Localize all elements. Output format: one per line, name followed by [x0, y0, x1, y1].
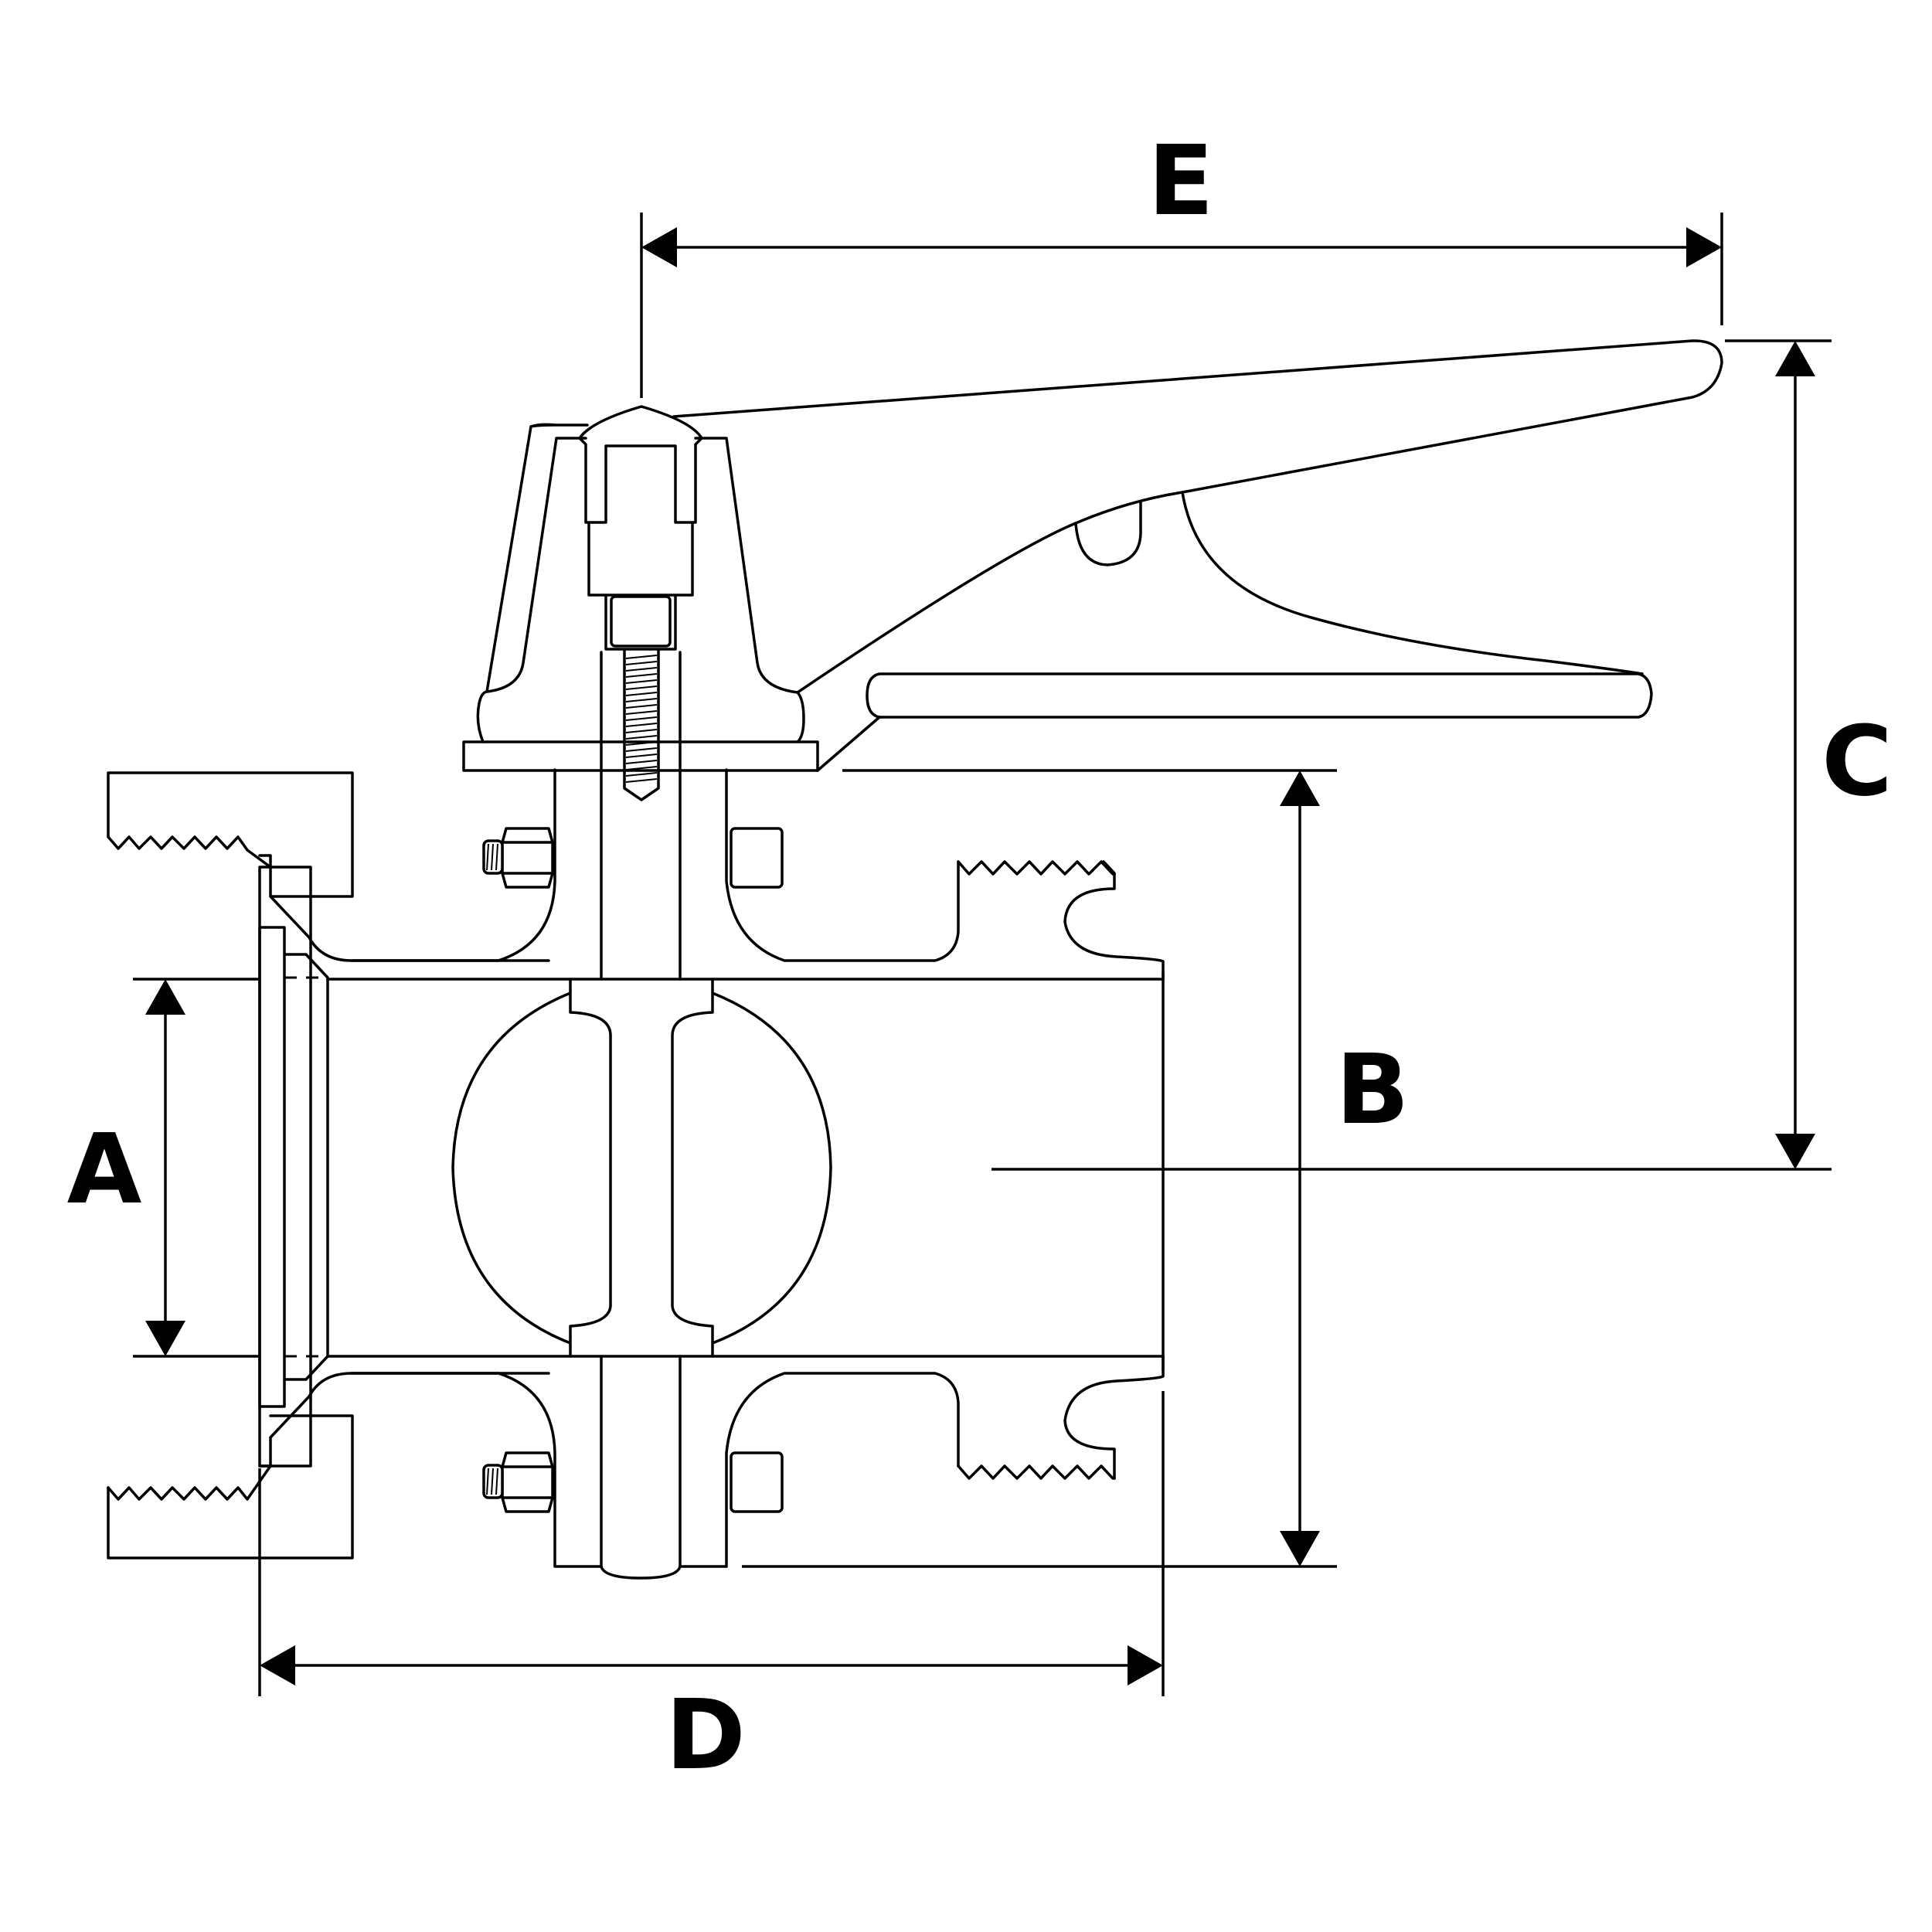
- screw-thread-line: [625, 679, 658, 684]
- dimension-C: [992, 339, 1832, 1171]
- screw-thread-line: [625, 729, 658, 733]
- screw-thread-line: [625, 704, 658, 709]
- top-flange-outline: [107, 771, 550, 962]
- left-gasket: [258, 926, 286, 1408]
- lever-latch-notch: [1074, 501, 1142, 566]
- bolt-top-left: [482, 827, 554, 889]
- top-boss-left: [350, 768, 556, 962]
- nut-bottom-right: [730, 1451, 784, 1513]
- bolt-bottom-left: [482, 1451, 554, 1513]
- handle-base-plate: [462, 740, 819, 772]
- screw-thread-line: [625, 723, 658, 727]
- top-right-serration: [957, 860, 1116, 876]
- handle-assembly: [462, 339, 1723, 801]
- bottom-flange-outline: [107, 1372, 550, 1560]
- label-D: D: [665, 1679, 746, 1791]
- bottom-boss-left: [350, 1372, 603, 1568]
- lever-web: [1181, 491, 1644, 675]
- housing-dome: [578, 405, 703, 524]
- dimension-A: [133, 978, 260, 1358]
- label-B: B: [1335, 1034, 1409, 1146]
- label-A: A: [67, 1114, 142, 1226]
- screw-thread-line: [625, 760, 658, 764]
- screw-thread-line: [625, 741, 658, 746]
- screw-thread-line: [625, 747, 658, 752]
- stem-bottom-end: [600, 1565, 728, 1580]
- disc-right-half: [671, 978, 832, 1358]
- dimension-D: [258, 1391, 1165, 1696]
- bottom-right-flange-lip: [1063, 1355, 1165, 1480]
- screw-thread-line: [625, 661, 658, 665]
- screw-thread-line: [625, 698, 658, 702]
- stem-top-nut: [610, 595, 672, 648]
- screw-thread-line: [625, 710, 658, 715]
- screw-thread-line: [625, 735, 658, 740]
- label-C: C: [1821, 706, 1893, 818]
- handle-housing: [476, 423, 805, 743]
- screw-thread-line: [625, 766, 658, 770]
- screw-thread-line: [625, 655, 658, 659]
- top-left-serration: [107, 835, 272, 869]
- top-boss-right: [725, 768, 960, 962]
- nut-top-right: [730, 827, 784, 889]
- label-E: E: [1148, 125, 1213, 237]
- valve-body: [107, 651, 1165, 1580]
- main-lever: [672, 339, 1723, 694]
- lower-lever-grip: [866, 672, 1653, 719]
- screw-thread-line: [625, 673, 658, 678]
- bottom-boss-right: [725, 1372, 960, 1568]
- stem-nut-body: [587, 521, 694, 651]
- screw-thread-line: [625, 685, 658, 690]
- left-seat-ring: [283, 953, 329, 1381]
- top-right-flange-lip: [1063, 860, 1165, 981]
- bottom-right-serration: [957, 1464, 1116, 1480]
- lever-base-link: [816, 716, 881, 772]
- screw-thread-line: [625, 772, 658, 777]
- threaded-screw: [623, 649, 660, 801]
- disc-left-half: [451, 978, 612, 1358]
- screw-thread-line: [625, 667, 658, 672]
- bottom-left-serration: [107, 1464, 272, 1501]
- screw-thread-line: [625, 716, 658, 721]
- screw-thread-line: [625, 778, 658, 783]
- valve-stem: [600, 651, 682, 1568]
- dimension-E: [640, 213, 1723, 398]
- screw-thread-line: [625, 753, 658, 758]
- screw-thread-line: [625, 692, 658, 696]
